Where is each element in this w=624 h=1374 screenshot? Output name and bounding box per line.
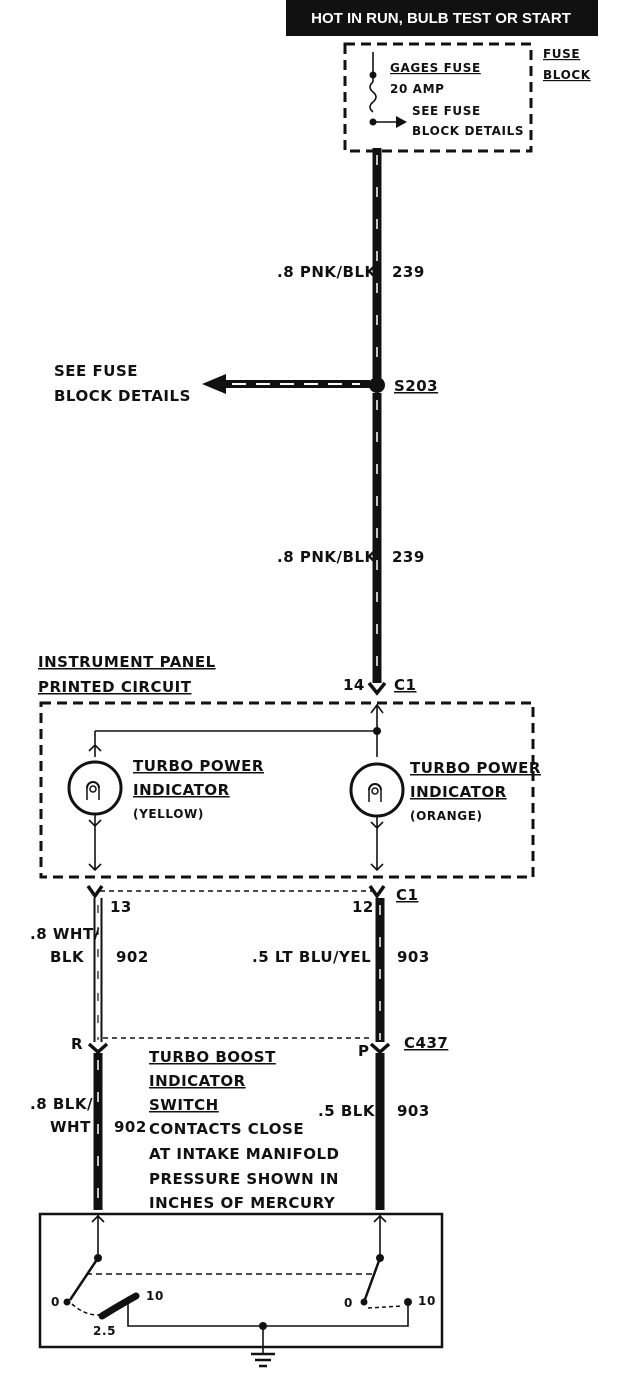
switch-left-contact-0 bbox=[63, 1298, 71, 1306]
fuse-block-name-2: BLOCK bbox=[543, 68, 591, 82]
fuse-name: GAGES FUSE bbox=[390, 61, 481, 75]
c437-pin-r: R bbox=[71, 1035, 83, 1053]
switch-box bbox=[38, 1212, 444, 1349]
c437-pin-p: P bbox=[358, 1042, 370, 1060]
fuse-symbol bbox=[369, 81, 377, 113]
switch-right-travel bbox=[367, 1305, 403, 1309]
wire-902-spec-2: BLK bbox=[50, 948, 85, 966]
left-indicator-line1: TURBO POWER bbox=[133, 757, 264, 775]
switch-title-3: SWITCH bbox=[149, 1096, 219, 1114]
fuse-top-node bbox=[369, 71, 377, 79]
panel-pin-top: 14 bbox=[343, 676, 365, 694]
splice-node bbox=[369, 377, 385, 393]
switch-left-close: 2.5 bbox=[93, 1324, 116, 1338]
switch-left-entry bbox=[91, 1214, 105, 1256]
fuse-details-arrow bbox=[396, 116, 407, 128]
switch-desc-2: AT INTAKE MANIFOLD bbox=[149, 1145, 339, 1163]
switch-left-high: 10 bbox=[146, 1289, 164, 1303]
splice-ref-1: SEE FUSE bbox=[54, 362, 138, 380]
panel-outline bbox=[39, 701, 535, 879]
c1-bottom-left-pin bbox=[86, 884, 104, 900]
switch-left-travel-arc bbox=[71, 1303, 105, 1316]
left-indicator-line2: INDICATOR bbox=[133, 781, 230, 799]
fuse-block-name-1: FUSE bbox=[543, 47, 580, 61]
switch-left-low: 0 bbox=[51, 1295, 60, 1309]
switch-left-close-band bbox=[98, 1292, 140, 1320]
fuse-block-outline bbox=[343, 42, 533, 153]
power-banner bbox=[286, 0, 598, 36]
switch-right-blade bbox=[362, 1257, 382, 1303]
wire-902-circuit: 902 bbox=[116, 948, 149, 966]
panel-left-feed bbox=[88, 731, 102, 757]
switch-title-1: TURBO BOOST bbox=[149, 1048, 276, 1066]
right-indicator-line1: TURBO POWER bbox=[410, 759, 541, 777]
panel-title-2: PRINTED CIRCUIT bbox=[38, 678, 192, 696]
left-indicator-lamp bbox=[67, 760, 123, 816]
power-banner-text: HOT IN RUN, BULB TEST OR START bbox=[311, 10, 571, 27]
wire-239-upper-circuit: 239 bbox=[392, 263, 425, 281]
wire-239-upper-spec: .8 PNK/BLK bbox=[277, 263, 377, 281]
panel-title-1: INSTRUMENT PANEL bbox=[38, 653, 216, 671]
fuse-details-2: BLOCK DETAILS bbox=[412, 124, 524, 138]
panel-connector-top: C1 bbox=[394, 676, 416, 694]
switch-right-entry bbox=[373, 1214, 387, 1256]
switch-left-blade bbox=[68, 1257, 100, 1301]
switch-right-low: 0 bbox=[344, 1296, 353, 1310]
switch-desc-4: INCHES OF MERCURY bbox=[149, 1194, 336, 1212]
c437-right-pin bbox=[369, 1042, 391, 1055]
wire-239-lower-circuit: 239 bbox=[392, 548, 425, 566]
switch-title-2: INDICATOR bbox=[149, 1072, 246, 1090]
wire-239-lower-spec: .8 PNK/BLK bbox=[277, 548, 377, 566]
right-indicator-line2: INDICATOR bbox=[410, 783, 507, 801]
right-indicator-lamp bbox=[349, 762, 405, 818]
switch-right-contact-0 bbox=[360, 1298, 368, 1306]
ground-icon bbox=[251, 1352, 275, 1368]
wire-903-circuit: 903 bbox=[397, 948, 430, 966]
fuse-rating: 20 AMP bbox=[390, 82, 445, 96]
c437-name: C437 bbox=[404, 1034, 448, 1052]
switch-right-contact-10 bbox=[404, 1298, 412, 1306]
right-lamp-lead bbox=[370, 816, 384, 872]
switch-desc-3: PRESSURE SHOWN IN bbox=[149, 1170, 339, 1188]
fuse-details-1: SEE FUSE bbox=[412, 104, 481, 118]
wire-903-spec: .5 LT BLU/YEL bbox=[252, 948, 371, 966]
splice-branch-arrow bbox=[202, 374, 226, 394]
left-lamp-lead bbox=[88, 814, 102, 872]
c1-pin-13: 13 bbox=[110, 898, 132, 916]
ground-bus bbox=[127, 1300, 409, 1327]
wire-902-spec-1: .8 WHT/ bbox=[30, 925, 100, 943]
switch-right-high: 10 bbox=[418, 1294, 436, 1308]
c437-left-pin bbox=[87, 1042, 109, 1055]
panel-top-connector bbox=[367, 681, 387, 696]
wire-903-lower-circuit: 903 bbox=[397, 1102, 430, 1120]
splice-ref-2: BLOCK DETAILS bbox=[54, 387, 191, 405]
wire-902-lower-spec-1: .8 BLK/ bbox=[30, 1095, 93, 1113]
splice-name: S203 bbox=[394, 377, 438, 395]
wire-902-lower-circuit: 902 bbox=[114, 1118, 147, 1136]
wire-903-lower-spec: .5 BLK bbox=[318, 1102, 376, 1120]
c1-bottom-right-pin bbox=[368, 884, 386, 900]
c1-pin-12: 12 bbox=[352, 898, 374, 916]
switch-desc-1: CONTACTS CLOSE bbox=[149, 1120, 304, 1138]
right-indicator-color: (ORANGE) bbox=[410, 809, 483, 823]
left-indicator-color: (YELLOW) bbox=[133, 807, 204, 821]
c1-bottom-name: C1 bbox=[396, 886, 418, 904]
wire-902-lower-spec-2: WHT bbox=[50, 1118, 91, 1136]
